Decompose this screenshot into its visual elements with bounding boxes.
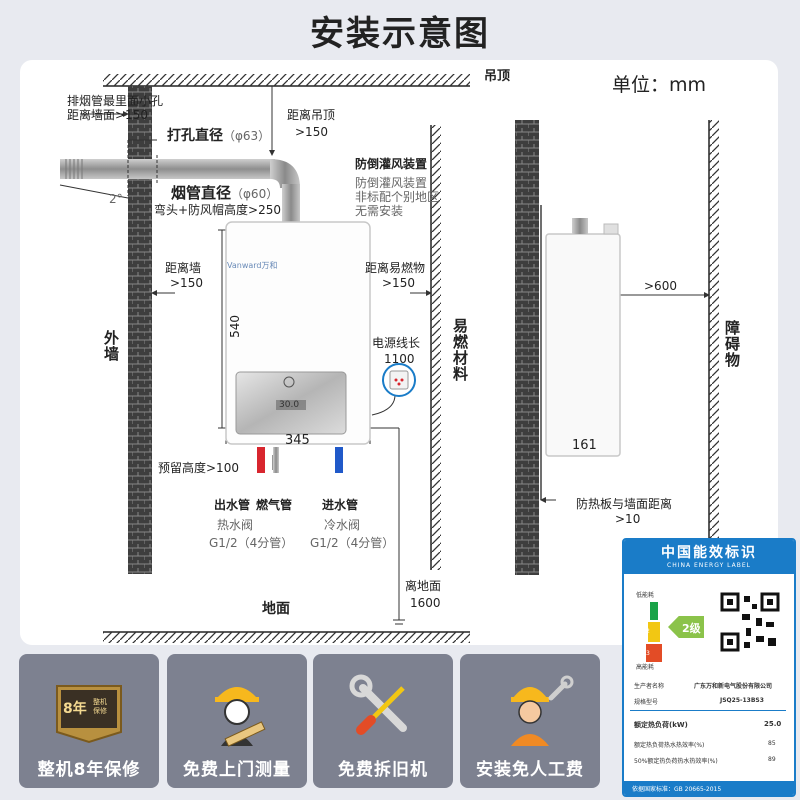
flammable-wall	[430, 125, 441, 570]
flammable-distance-1: 距离易燃物	[365, 261, 426, 275]
anti-backdraft-line-1: 防倒灌风装置	[355, 176, 428, 190]
energy-label-header: 中国能效标识 CHINA ENERGY LABEL	[624, 540, 794, 574]
load-value: 25.0	[764, 720, 782, 728]
standard-text: 依据国家标准：GB 20665-2015	[632, 786, 722, 793]
flue-pipe	[60, 159, 300, 224]
energy-label-title: 中国能效标识	[661, 545, 757, 561]
reserve-height-label: 预留高度>100	[158, 461, 239, 475]
grade-value: 2级	[682, 622, 701, 635]
anti-backdraft-title: 防倒灌风装置	[355, 157, 428, 171]
angle-label: 2°	[109, 192, 123, 206]
service-label-labor: 安装免人工费	[476, 760, 584, 780]
grade-arrow	[668, 616, 704, 638]
ceiling-distance-2: >150	[295, 125, 328, 139]
service-warranty: 8年 整机保修 整机8年保修	[19, 654, 159, 788]
gas-pipe-label: 燃气管	[256, 498, 293, 512]
warranty-badge-sub: 整机保修	[93, 698, 107, 715]
angle-line	[59, 184, 129, 199]
exhaust-hole-text-2: 距离墙面>150	[67, 108, 148, 122]
maker-value: 广东万和新电气股份有限公司	[694, 683, 773, 690]
depth-161-label: 161	[572, 438, 597, 453]
flue-diameter-label: 烟管直径（φ60）	[171, 184, 279, 202]
anti-backdraft-line-3: 无需安装	[355, 204, 404, 218]
heat-shield-label-1: 防热板与墙面距离	[576, 497, 673, 511]
maker-key: 生产者名称	[634, 683, 665, 690]
grade-level-3: 3	[646, 650, 650, 657]
hot-valve-label: 热水阀	[217, 518, 254, 532]
ceiling-label: 吊顶	[484, 69, 511, 84]
cold-valve-size: G1/2（4分管）	[310, 536, 395, 550]
energy-label: 中国能效标识 CHINA ENERGY LABEL 低能耗 1 2 3 高能耗 …	[622, 538, 796, 797]
model-key: 规格型号	[634, 699, 659, 706]
grade-level-1: 1	[646, 606, 650, 613]
wall-distance-1: 距离墙	[165, 261, 202, 275]
outer-wall-label: 外墙	[102, 330, 120, 362]
obstacle-wall	[708, 120, 719, 575]
grade-level-2: 2	[646, 628, 650, 635]
display-readout: 30.0	[279, 400, 300, 410]
hot-valve-size: G1/2（4分管）	[209, 536, 294, 550]
power-cable-label-2: 1100	[384, 352, 415, 366]
width-345-label: 345	[285, 433, 310, 448]
cold-valve-label: 冷水阀	[324, 518, 361, 532]
service-label-warranty: 整机8年保修	[37, 760, 141, 780]
brand-logo: Vanward万和	[227, 261, 278, 270]
energy-divider	[630, 710, 786, 711]
warranty-badge-years: 8年	[63, 701, 87, 717]
side-view-wall	[515, 120, 539, 575]
service-removal: 免费拆旧机	[313, 654, 453, 788]
worker-wrench-icon	[511, 675, 574, 746]
height-540-label: 540	[228, 315, 242, 338]
front-600-label: >600	[644, 279, 677, 293]
anti-backdraft-line-2: 非标配个别地区	[355, 190, 440, 204]
heater-pipes	[257, 447, 343, 473]
efficiency-2-value: 89	[768, 756, 776, 763]
water-heater-front	[225, 221, 371, 445]
floor-distance-2: 1600	[410, 596, 441, 610]
obstacle-label: 障碍物	[723, 320, 741, 368]
ceiling-distance-1: 距离吊顶	[287, 108, 336, 122]
water-heater-side	[545, 218, 621, 457]
heat-shield-label-2: >10	[615, 512, 641, 526]
service-labor: 安装免人工费	[460, 654, 600, 788]
unit-label: 单位：mm	[612, 74, 707, 96]
power-socket	[382, 363, 416, 397]
service-label-removal: 免费拆旧机	[338, 760, 428, 780]
floor	[103, 631, 470, 643]
energy-footer: 依据国家标准：GB 20665-2015	[624, 781, 794, 795]
efficiency-1-key: 额定热负荷热水热效率(%)	[634, 742, 705, 749]
load-key: 额定热负荷(kW)	[634, 721, 688, 729]
floor-label: 地面	[262, 601, 290, 617]
low-consumption-label: 低能耗	[636, 592, 655, 599]
high-consumption-label: 高能耗	[636, 664, 655, 671]
power-cable-label-1: 电源线长	[372, 336, 421, 350]
floor-distance-1: 离地面	[405, 579, 442, 593]
flammable-label: 易燃材料	[451, 318, 469, 382]
energy-label-subtitle: CHINA ENERGY LABEL	[667, 562, 751, 569]
drill-diameter-label: 打孔直径（φ63）	[167, 128, 271, 144]
inlet-pipe-label: 进水管	[322, 498, 359, 512]
flammable-distance-2: >150	[382, 276, 415, 290]
service-label-measure: 免费上门测量	[183, 760, 291, 780]
efficiency-1-value: 85	[768, 740, 776, 747]
warranty-badge-icon	[56, 685, 122, 744]
power-cable	[371, 394, 396, 416]
worker-measure-icon	[215, 687, 266, 747]
outlet-pipe-label: 出水管	[214, 498, 251, 512]
page-title: 安装示意图	[310, 14, 490, 54]
ceiling	[103, 74, 470, 87]
tools-icon	[349, 674, 407, 735]
model-value: JSQ25-13BS3	[720, 697, 764, 704]
elbow-height-label: 弯头+防风帽高度>250	[154, 203, 282, 217]
exhaust-hole-text-1: 排烟管最里面小孔	[67, 94, 164, 108]
qr-code-icon	[720, 592, 780, 652]
service-measure: 免费上门测量	[167, 654, 307, 788]
wall-distance-2: >150	[170, 276, 203, 290]
efficiency-2-key: 50%额定热负荷热水热效率(%)	[634, 758, 718, 765]
energy-grade-bars	[646, 602, 662, 662]
